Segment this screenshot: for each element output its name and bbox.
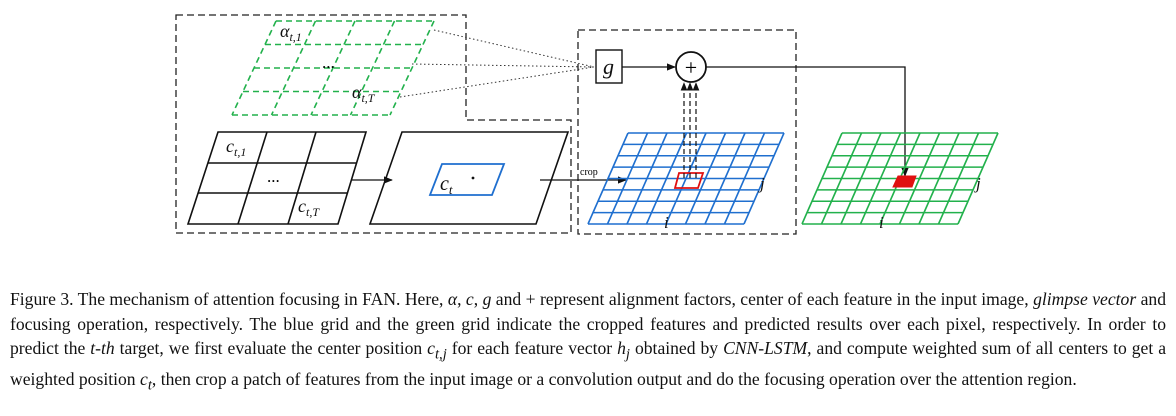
- glimpse-label: g: [603, 54, 614, 79]
- grid-line: [684, 132, 727, 225]
- blue-highlight-cell: [673, 172, 705, 189]
- grid-line: [918, 132, 960, 225]
- grid-line: [840, 132, 882, 225]
- grid-line: [665, 132, 707, 225]
- c-dots: ...: [267, 167, 280, 186]
- grid-line: [723, 132, 766, 225]
- grid-line: [743, 132, 785, 225]
- plus-to-output-arrow: [706, 66, 909, 177]
- alpha-dots: ...: [322, 53, 335, 72]
- blue-i-label: i: [664, 213, 669, 232]
- grid-line: [587, 132, 629, 225]
- blue-j-label: j: [758, 174, 765, 193]
- grid-line: [270, 20, 317, 116]
- center-dot: [471, 176, 475, 180]
- focusing-dashed-region: [577, 29, 797, 235]
- plus-label: +: [685, 55, 697, 80]
- alignment-factor-grid: [231, 20, 435, 116]
- center-c-label: ct: [440, 173, 453, 197]
- green-highlight-cell: [892, 175, 917, 188]
- green-j-label: j: [974, 174, 981, 193]
- center-patch-box: [428, 163, 506, 196]
- left-dashed-region: [175, 14, 572, 234]
- center-feature-grid: [186, 131, 368, 225]
- alpha-to-glimpse-dotted-lines: [399, 29, 595, 98]
- c-last-label: ct,T: [298, 196, 320, 219]
- grid-line: [957, 132, 999, 225]
- grid-line: [231, 20, 277, 116]
- grid-line: [310, 20, 356, 116]
- grid-line: [704, 132, 746, 225]
- alpha-last-label: αt,T: [352, 82, 376, 105]
- grid-line: [645, 132, 688, 225]
- predicted-results-grid: [801, 132, 999, 225]
- grid-line: [937, 132, 980, 225]
- grid-line: [349, 20, 396, 116]
- crop-label: crop: [580, 167, 598, 178]
- glimpse-box: [595, 49, 623, 84]
- c-first-label: ct,1: [226, 136, 246, 159]
- alpha-first-label: αt,1: [280, 21, 302, 44]
- attention-focusing-diagram: αt,1 ... αt,T ct,1 ... ct,T ct g + crop …: [175, 14, 999, 235]
- grid-line: [820, 132, 863, 225]
- figure-caption: Figure 3. The mechanism of attention foc…: [10, 289, 1167, 394]
- cropped-feature-grid: [587, 132, 785, 225]
- grid-line: [801, 132, 843, 225]
- grid-line: [859, 132, 902, 225]
- grid-line: [606, 132, 649, 225]
- focus-dashed-arrows: [680, 82, 700, 178]
- grid-line: [898, 132, 941, 225]
- green-i-label: i: [879, 213, 884, 232]
- grid-line: [626, 132, 668, 225]
- weighted-center-parallelogram: [368, 131, 570, 225]
- grid-line: [389, 20, 435, 116]
